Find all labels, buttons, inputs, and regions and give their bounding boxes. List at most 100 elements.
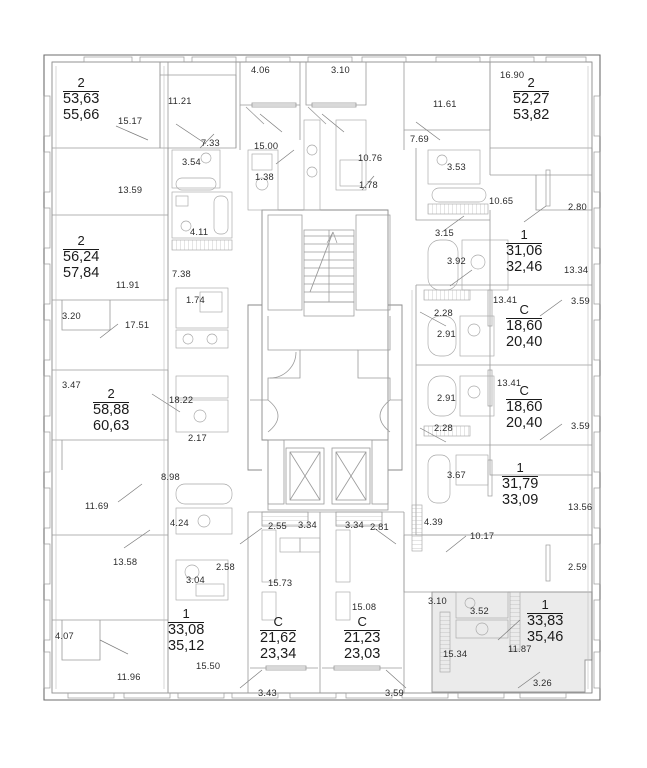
apartment-room-count: C [519, 302, 529, 317]
apartment-total-area: 53,63 [63, 90, 100, 108]
room-area-label: 4.06 [251, 65, 270, 75]
room-area-label: 11.21 [168, 96, 192, 106]
apartment-total-area: 52,27 [513, 90, 550, 108]
apartment-room-count: 1 [516, 460, 524, 475]
apartment-living-area: 20,40 [506, 414, 543, 431]
right-apartments-walls [403, 62, 593, 692]
room-area-label: 15.17 [118, 116, 143, 126]
room-area-label: 13.41 [497, 378, 522, 388]
room-area-label: 4.39 [424, 517, 443, 527]
apartment-room-count: C [273, 614, 283, 629]
room-area-label: 15.00 [254, 141, 279, 151]
room-area-label: 15.73 [268, 578, 293, 588]
room-area-label: 2.81 [370, 522, 389, 532]
room-area-label: 1.38 [255, 172, 274, 182]
apartment-total-area: 21,62 [260, 629, 297, 647]
room-area-label: 11.96 [117, 672, 141, 682]
room-area-label: 3.15 [435, 228, 454, 238]
apartment-living-area: 33,09 [502, 491, 539, 508]
apartment-room-count: 2 [77, 233, 85, 248]
apartment-total-area: 33,83 [527, 612, 564, 630]
apartment-living-area: 20,40 [506, 333, 543, 350]
room-area-label: 2.91 [437, 393, 456, 403]
room-area-label: 2.59 [568, 562, 587, 572]
room-area-label: 3.10 [331, 65, 350, 75]
apartment-room-count: 1 [520, 227, 528, 242]
apartment-living-area: 23,34 [260, 645, 297, 662]
apartment-total-area: 31,79 [502, 475, 539, 493]
room-area-label: 7.69 [410, 134, 429, 144]
room-area-label: 3.20 [62, 311, 81, 321]
room-area-label: 17.51 [125, 320, 150, 330]
room-area-label: 13.56 [568, 502, 593, 512]
apartment-living-area: 23,03 [344, 645, 381, 662]
left-wall-detail [55, 66, 165, 689]
room-area-label: 3.59 [571, 296, 590, 306]
room-area-label: 3.10 [428, 596, 447, 606]
room-area-label: 3.67 [447, 470, 466, 480]
apartment-total-area: 58,88 [93, 401, 130, 419]
room-area-label: 2.28 [434, 308, 453, 318]
apartment-total-area: 56,24 [63, 248, 100, 266]
room-area-label: 2.17 [188, 433, 207, 443]
left-apartments-walls [51, 62, 237, 694]
room-area-label: 15.34 [443, 649, 468, 659]
room-area-label: 2.58 [216, 562, 235, 572]
bottom-facade-windows [67, 692, 567, 699]
room-area-label: 2.80 [568, 202, 587, 212]
stairwell [267, 214, 391, 317]
top-facade-windows [83, 56, 587, 63]
room-area-label: 3.53 [447, 162, 466, 172]
apartment-total-area: 18,60 [506, 317, 543, 335]
left-facade-windows [43, 95, 51, 689]
room-area-label: 8.98 [161, 472, 180, 482]
apartment-room-count: 2 [77, 75, 85, 90]
apartment-living-area: 53,82 [513, 106, 550, 123]
room-area-label: 7.38 [172, 269, 191, 279]
room-area-label: 10.17 [470, 531, 495, 541]
room-area-label: 3.47 [62, 380, 81, 390]
room-area-label: 3.92 [447, 256, 466, 266]
apartment-room-count: 2 [527, 75, 535, 90]
apartment-total-area: 18,60 [506, 398, 543, 416]
room-area-label: 11.87 [508, 644, 532, 654]
room-area-label: 11.61 [433, 99, 457, 109]
room-area-label: 2.91 [437, 329, 456, 339]
room-area-label: 2.28 [434, 423, 453, 433]
room-area-label: 3.59 [571, 421, 590, 431]
top-center-rooms [239, 62, 367, 150]
room-area-label: 13.58 [113, 557, 138, 567]
apartment-room-count: 1 [182, 606, 190, 621]
fixtures [171, 119, 521, 673]
apartment-living-area: 35,12 [168, 637, 205, 654]
core-lobby [250, 316, 402, 433]
room-area-label: 1.74 [186, 295, 205, 305]
room-area-label: 3.43 [258, 688, 277, 698]
apartment-room-count: C [519, 383, 529, 398]
room-area-label: 10.65 [489, 196, 514, 206]
room-area-label: 11.91 [116, 280, 140, 290]
room-area-label: 3.52 [470, 606, 489, 616]
room-area-label: 18.22 [169, 395, 194, 405]
room-area-label: 11.69 [85, 501, 109, 511]
leader-lines [99, 113, 563, 689]
room-area-label: 3.59 [385, 688, 404, 698]
room-area-label: 3.26 [533, 678, 552, 688]
room-area-label: 1.78 [359, 180, 378, 190]
room-area-label: 13.41 [493, 295, 518, 305]
room-area-label: 3.54 [182, 157, 201, 167]
room-area-label: 4.07 [55, 631, 74, 641]
